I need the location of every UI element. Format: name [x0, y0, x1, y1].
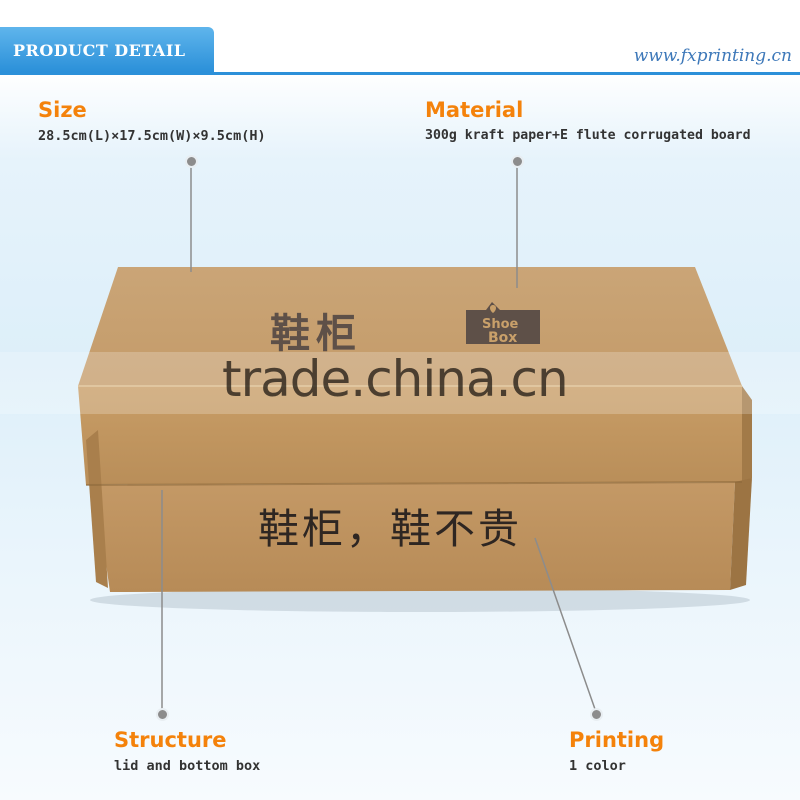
shoe-box-logo: Shoe Box — [466, 302, 540, 346]
material-title: Material — [425, 98, 524, 122]
header-tab — [0, 27, 214, 72]
size-dot — [185, 155, 198, 168]
structure-title: Structure — [114, 728, 227, 752]
page-title: PRODUCT DETAIL — [13, 41, 186, 60]
lid-top — [78, 267, 742, 386]
structure-value: lid and bottom box — [114, 758, 261, 774]
logo-line-1: Shoe — [482, 317, 519, 332]
size-title: Size — [38, 98, 87, 122]
material-dot — [511, 155, 524, 168]
box-front — [95, 482, 735, 592]
box-left-flap — [86, 430, 108, 588]
front-print: 鞋柜，鞋不贵 — [258, 505, 522, 553]
size-value: 28.5cm(L)×17.5cm(W)×9.5cm(H) — [38, 128, 266, 144]
lid-print: 鞋柜 — [270, 311, 362, 357]
printing-dot — [590, 708, 603, 721]
lid-side — [742, 386, 752, 482]
watermark: trade.china.cn — [222, 350, 569, 408]
material-value: 300g kraft paper+E flute corrugated boar… — [425, 128, 751, 143]
structure-dot — [156, 708, 169, 721]
site-url: www.fxprinting.cn — [633, 46, 792, 66]
printing-value: 1 color — [569, 758, 626, 774]
box-shadow — [90, 588, 750, 612]
printing-leader — [534, 537, 597, 713]
watermark-band — [0, 352, 800, 414]
printing-title: Printing — [569, 728, 665, 752]
logo-line-2: Box — [488, 330, 517, 346]
box-side — [730, 478, 752, 590]
header-divider — [0, 72, 800, 75]
lid-front — [78, 386, 742, 485]
